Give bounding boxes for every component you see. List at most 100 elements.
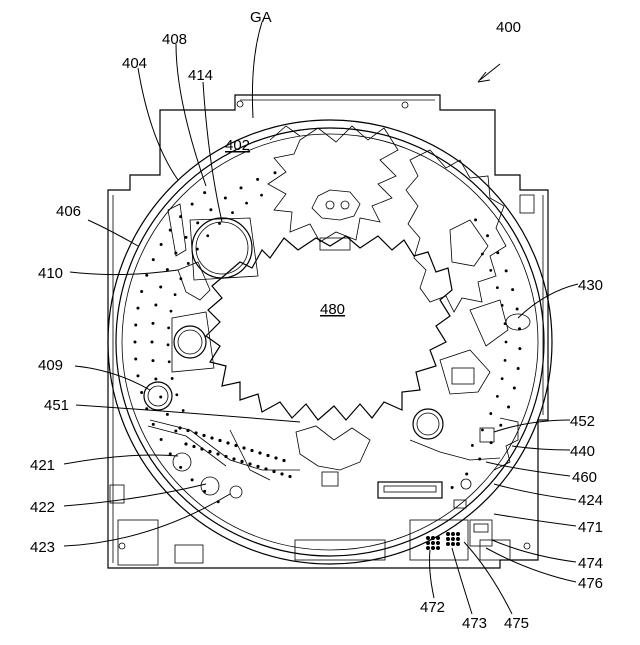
pin-dot [490,441,493,444]
pin-dot [242,446,245,449]
pin-dot [191,203,194,206]
pin-dot [191,478,194,481]
pin-dot [151,359,154,362]
label-423: 423 [30,539,55,556]
pin-dot [145,274,148,277]
pin-dot [216,452,219,455]
label-421: 421 [30,457,55,474]
pin-dot [174,430,177,433]
pin-dot [168,360,171,363]
label-471: 471 [578,519,603,536]
leader-440 [512,446,570,450]
leader-lines [64,22,578,614]
label-475: 475 [504,615,529,632]
pin-dot [501,304,504,307]
pin-dot [260,194,263,197]
pin-dot [209,208,212,211]
pin-dot [518,327,521,330]
pin-dot [154,303,157,306]
pin-dot [499,424,502,427]
label-474: 474 [578,555,603,572]
pin-dot [431,541,435,545]
pin-dot [175,393,178,396]
pin-dot [194,431,197,434]
pin-dot [167,326,170,329]
label-409: 409 [38,357,63,374]
pin-dot [456,532,460,536]
pin-dot [282,459,285,462]
pin-dot [456,537,460,541]
label-408: 408 [162,31,187,48]
pin-dot [250,449,253,452]
label-473: 473 [462,615,487,632]
pin-dot [518,347,521,350]
pin-dot [171,377,174,380]
pin-dot [436,541,440,545]
pin-dot [210,436,213,439]
leader-475 [464,542,512,614]
pin-dot [134,324,137,327]
pin-dot [451,542,455,546]
pin-dot [481,253,484,256]
pin-dot [169,452,172,455]
pin-dot [152,423,155,426]
pin-dot [505,269,508,272]
pin-dot [258,451,261,454]
leader-472 [430,550,435,598]
pin-dot [504,322,507,325]
figure-arrow-shaft [480,64,500,80]
pin-dot [248,462,251,465]
pin-dot [272,470,275,473]
pin-dot [160,243,163,246]
leader-410 [70,270,178,275]
pin-dot [240,460,243,463]
label-424: 424 [578,492,603,509]
pin-dot [200,447,203,450]
label-414: 414 [188,67,213,84]
pin-dot [231,211,234,214]
pin-dot [451,486,454,489]
pin-dot [456,542,460,546]
leader-474 [492,540,576,562]
pin-dot [159,285,162,288]
pin-dot [166,413,169,416]
pin-dot [240,186,243,189]
pin-dot [471,444,474,447]
pin-dot [202,434,205,437]
pin-dot [192,445,195,448]
pin-dot [167,343,170,346]
leader-408 [176,44,206,186]
pin-dot [186,429,189,432]
pin-dot [169,229,172,232]
leader-422 [64,484,206,506]
label-452: 452 [570,413,595,430]
pin-dot [486,234,489,237]
pin-dot [151,322,154,325]
label-410: 410 [38,265,63,282]
pin-dot [196,221,199,224]
pin-dot [504,359,507,362]
pin-dot [152,258,155,261]
pin-dot [481,429,484,432]
pin-dot [140,391,143,394]
pin-dot [446,542,450,546]
pin-dot [436,546,440,550]
pin-dot [208,450,211,453]
label-451: 451 [44,397,69,414]
pin-dot [232,457,235,460]
label-472: 472 [420,599,445,616]
reference-labels: GA 408 404 414 402 406 410 430 409 451 4… [30,9,603,632]
pin-dot [465,472,468,475]
pin-dot [507,405,510,408]
pin-dot [256,178,259,181]
pin-dot [505,341,508,344]
pin-dot [273,171,276,174]
pin-dot [431,546,435,550]
pin-dot [154,378,157,381]
pin-dot [245,202,248,205]
pin-dot [179,215,182,218]
pin-dot [446,532,450,536]
right-components [410,220,530,470]
label-422: 422 [30,499,55,516]
